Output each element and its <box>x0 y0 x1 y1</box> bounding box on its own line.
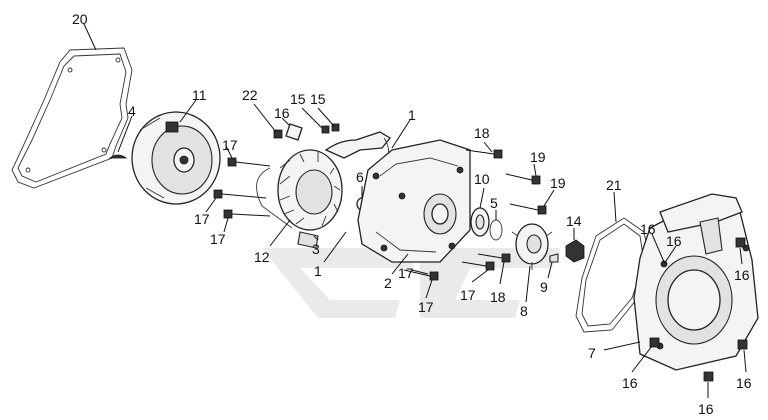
bolts-16-recoil <box>649 237 748 382</box>
callout-11: 11 <box>192 87 207 103</box>
callout-17: 17 <box>194 211 210 227</box>
part-12-stator <box>256 149 343 231</box>
callout-4: 4 <box>128 103 136 119</box>
part-5-washer <box>489 219 503 241</box>
callout-16: 16 <box>698 401 714 417</box>
part-9-washer <box>549 253 559 263</box>
callout-7: 7 <box>588 345 596 361</box>
callout-18: 18 <box>474 125 490 141</box>
callout-9: 9 <box>540 279 548 295</box>
callout-1: 1 <box>314 263 322 279</box>
callout-labels: 20 4 11 22 16 15 15 1 17 17 17 12 3 1 6 … <box>72 11 752 417</box>
callout-12: 12 <box>254 249 270 265</box>
callout-16: 16 <box>666 233 682 249</box>
callout-5: 5 <box>490 195 498 211</box>
part-4-key <box>108 154 128 159</box>
callout-17: 17 <box>210 231 226 247</box>
callout-19: 19 <box>530 149 546 165</box>
callout-6: 6 <box>356 169 364 185</box>
callout-16: 16 <box>274 105 290 121</box>
part-21-gasket <box>575 217 651 333</box>
callout-3: 3 <box>312 241 320 257</box>
callout-17: 17 <box>222 137 238 153</box>
callout-17: 17 <box>418 299 434 315</box>
callout-16: 16 <box>640 221 656 237</box>
watermark-logo <box>262 248 560 318</box>
callout-19: 19 <box>550 175 566 191</box>
clamp-hardware <box>273 123 340 141</box>
callout-16: 16 <box>734 267 750 283</box>
callout-22: 22 <box>242 87 258 103</box>
bolts-right <box>403 149 547 281</box>
callout-14: 14 <box>566 213 582 229</box>
callout-16: 16 <box>736 375 752 391</box>
callout-20: 20 <box>72 11 88 27</box>
callout-1: 1 <box>408 107 416 123</box>
callout-17: 17 <box>398 265 414 281</box>
part-8-pulley <box>511 223 553 270</box>
part-2-cover <box>357 139 471 263</box>
callout-21: 21 <box>606 177 622 193</box>
callout-2: 2 <box>384 275 392 291</box>
leader-lines <box>83 23 747 398</box>
callout-16: 16 <box>622 375 638 391</box>
callout-15: 15 <box>290 91 306 107</box>
callout-15: 15 <box>310 91 326 107</box>
callout-8: 8 <box>520 303 528 319</box>
part-3-pickup <box>297 231 319 249</box>
part-11-flywheel <box>131 111 221 205</box>
part-7-recoil-starter <box>633 193 759 371</box>
callout-17: 17 <box>460 287 476 303</box>
bolts-17-left <box>213 157 271 219</box>
part-14-nut <box>565 239 585 263</box>
part-20-gasket <box>11 47 133 189</box>
callout-10: 10 <box>474 171 490 187</box>
callout-18: 18 <box>490 289 506 305</box>
part-1-harness <box>324 131 391 159</box>
